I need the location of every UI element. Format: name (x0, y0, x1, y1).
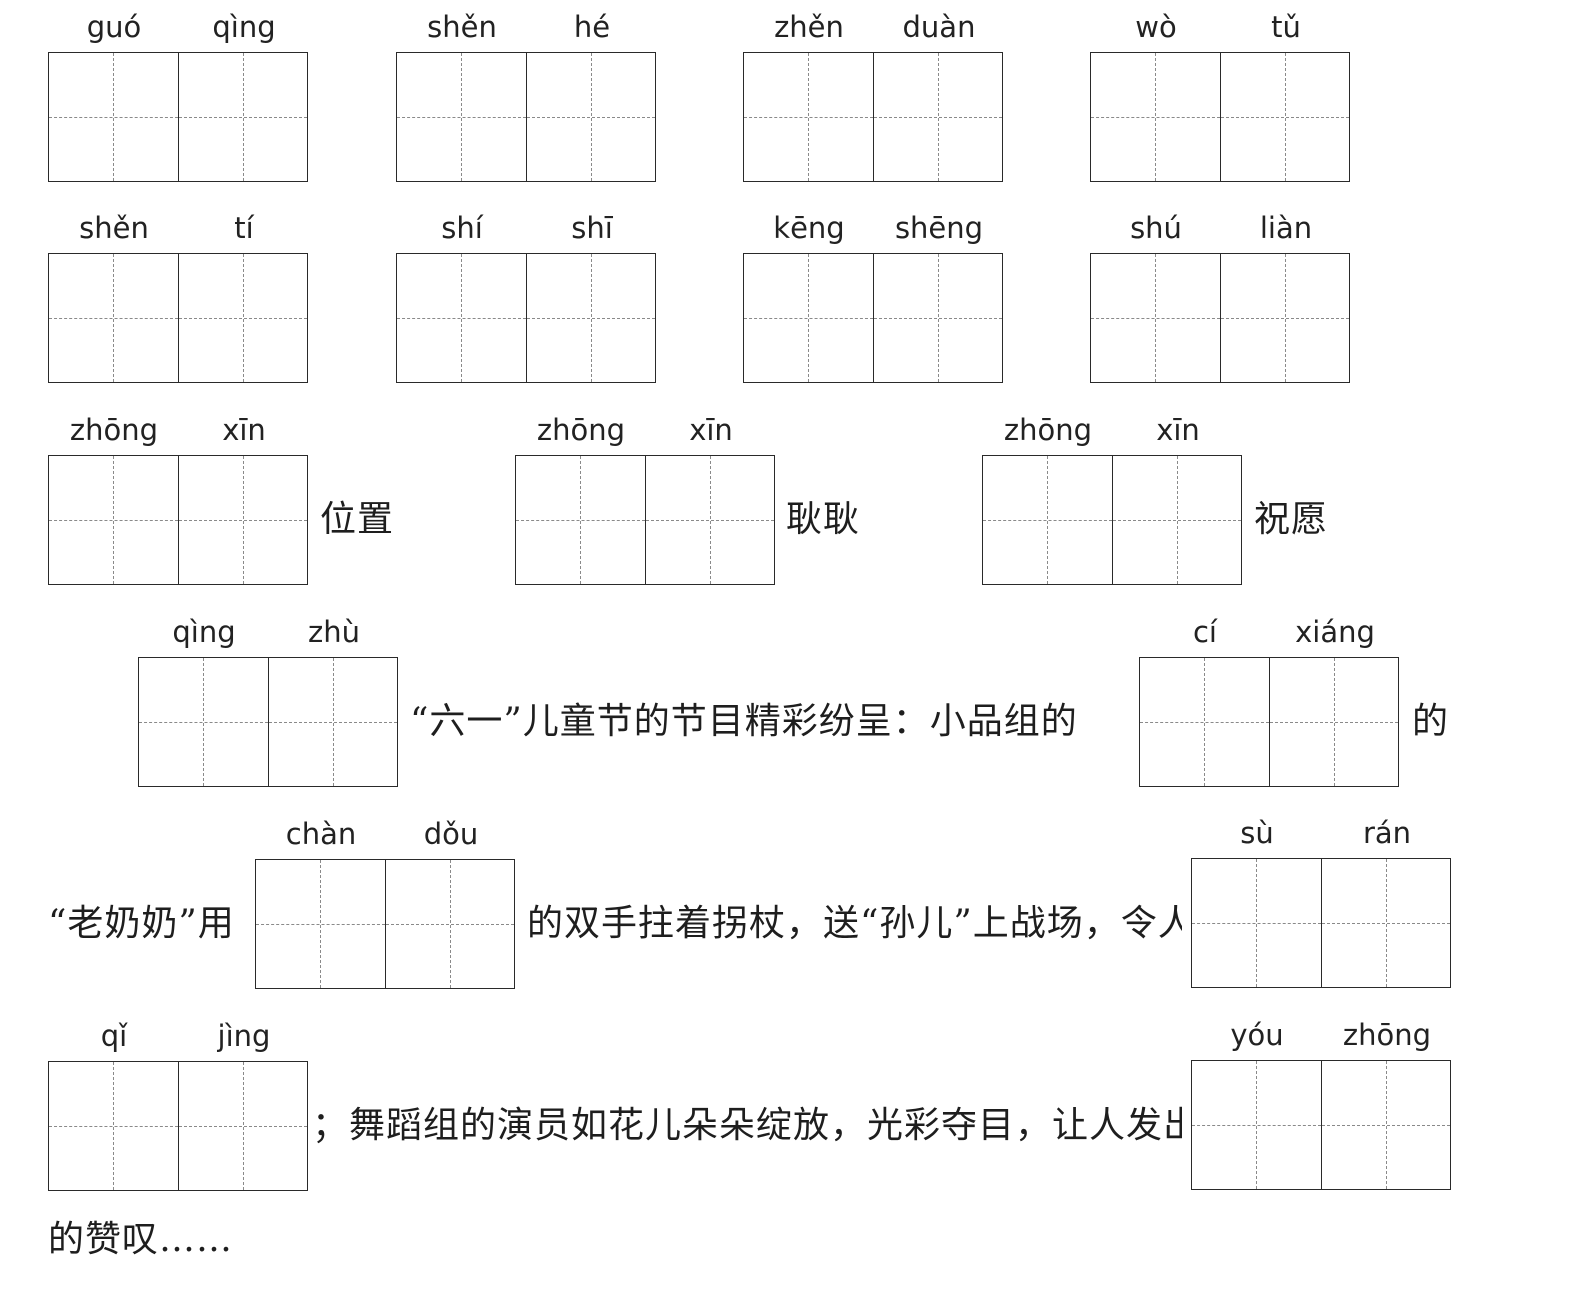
writing-cell[interactable] (49, 456, 178, 584)
pinyin-label: shú (1130, 211, 1182, 245)
writing-cell[interactable] (1140, 658, 1269, 786)
passage-text: 的双手拄着拐杖，送“孙儿”上战场，令人 (527, 903, 1182, 944)
pinyin-box-qingzhu[interactable]: qìng zhù (138, 615, 398, 787)
pinyin-label: xīn (689, 413, 733, 447)
writing-cell[interactable] (644, 456, 775, 584)
pinyin-box-qijing[interactable]: qǐ jìng (48, 1019, 308, 1191)
pinyin-label: tí (234, 211, 254, 245)
pinyin-label: liàn (1259, 211, 1313, 245)
pinyin-box-youzhong[interactable]: yóu zhōng (1191, 1018, 1451, 1190)
writing-cell[interactable] (1268, 658, 1399, 786)
writing-cell[interactable] (177, 53, 308, 181)
writing-cell[interactable] (177, 1062, 308, 1190)
pinyin-label: qìng (172, 615, 236, 649)
pinyin-label: hé (573, 10, 611, 44)
pinyin-label: xīn (1156, 413, 1200, 447)
suffix-word: 位置 (320, 499, 395, 540)
pinyin-label: xīn (222, 413, 266, 447)
passage-text: “老奶奶”用 (48, 903, 235, 944)
writing-cell[interactable] (177, 456, 308, 584)
suffix-word: 祝愿 (1254, 499, 1329, 540)
writing-cell[interactable] (1111, 456, 1242, 584)
suffix-word: 耿耿 (786, 499, 861, 540)
pinyin-box-shulian[interactable]: shú liàn (1090, 211, 1350, 383)
writing-cell[interactable] (1091, 53, 1220, 181)
pinyin-box-shenhe[interactable]: shěn hé (396, 10, 656, 182)
passage-text: “六一”儿童节的节目精彩纷呈：小品组的 (410, 701, 1078, 742)
writing-cell[interactable] (872, 254, 1003, 382)
writing-cell[interactable] (256, 860, 385, 988)
pinyin-label: qǐ (100, 1019, 128, 1053)
writing-cell[interactable] (139, 658, 268, 786)
writing-cell[interactable] (267, 658, 398, 786)
pinyin-box-chandou[interactable]: chàn dǒu (255, 817, 515, 989)
writing-cell[interactable] (397, 254, 526, 382)
writing-cell[interactable] (525, 53, 656, 181)
pinyin-label: shěn (427, 10, 497, 44)
pinyin-label: zhōng (1342, 1018, 1432, 1052)
writing-cell[interactable] (744, 53, 873, 181)
passage-text: 的 (1412, 701, 1450, 742)
pinyin-label: kēng (773, 211, 845, 245)
pinyin-label: qìng (212, 10, 276, 44)
writing-cell[interactable] (1091, 254, 1220, 382)
passage-text: 的赞叹…… (48, 1219, 234, 1260)
pinyin-box-zhongxin-2[interactable]: zhōng xīn (515, 413, 775, 585)
pinyin-label: cí (1192, 615, 1217, 649)
pinyin-label: jìng (217, 1019, 271, 1053)
pinyin-box-suran[interactable]: sù rán (1191, 816, 1451, 988)
pinyin-label: yóu (1230, 1018, 1284, 1052)
pinyin-label: zhěn (774, 10, 844, 44)
pinyin-label: dǒu (423, 817, 479, 851)
pinyin-box-kengsheng[interactable]: kēng shēng (743, 211, 1003, 383)
pinyin-box-zhenduan[interactable]: zhěn duàn (743, 10, 1003, 182)
pinyin-label: tǔ (1271, 10, 1301, 44)
writing-cell[interactable] (872, 53, 1003, 181)
pinyin-label: zhōng (536, 413, 626, 447)
writing-cell[interactable] (1320, 1061, 1451, 1189)
pinyin-label: shēng (894, 211, 984, 245)
writing-cell[interactable] (744, 254, 873, 382)
writing-cell[interactable] (1219, 53, 1350, 181)
writing-cell[interactable] (1320, 859, 1451, 987)
pinyin-box-shishi[interactable]: shí shī (396, 211, 656, 383)
writing-cell[interactable] (397, 53, 526, 181)
writing-cell[interactable] (49, 1062, 178, 1190)
pinyin-label: shěn (79, 211, 149, 245)
writing-cell[interactable] (1219, 254, 1350, 382)
pinyin-label: chàn (285, 817, 357, 851)
pinyin-box-zhongxin-1[interactable]: zhōng xīn (48, 413, 308, 585)
pinyin-label: shī (571, 211, 613, 245)
writing-cell[interactable] (516, 456, 645, 584)
pinyin-label: zhōng (69, 413, 159, 447)
writing-cell[interactable] (1192, 859, 1321, 987)
pinyin-label: duàn (902, 10, 976, 44)
pinyin-label: guó (86, 10, 142, 44)
writing-cell[interactable] (177, 254, 308, 382)
writing-cell[interactable] (1192, 1061, 1321, 1189)
pinyin-label: zhōng (1003, 413, 1093, 447)
pinyin-label: rán (1362, 816, 1412, 850)
pinyin-box-cixiang[interactable]: cí xiáng (1139, 615, 1399, 787)
pinyin-label: shí (441, 211, 483, 245)
passage-text: ；舞蹈组的演员如花儿朵朵绽放，光彩夺目，让人发出 (312, 1105, 1182, 1146)
writing-cell[interactable] (49, 53, 178, 181)
pinyin-box-zhongxin-3[interactable]: zhōng xīn (982, 413, 1242, 585)
writing-cell[interactable] (49, 254, 178, 382)
writing-cell[interactable] (525, 254, 656, 382)
pinyin-box-wotu[interactable]: wò tǔ (1090, 10, 1350, 182)
pinyin-label: wò (1135, 10, 1177, 44)
pinyin-box-shenti[interactable]: shěn tí (48, 211, 308, 383)
writing-cell[interactable] (384, 860, 515, 988)
pinyin-label: xiáng (1295, 615, 1375, 649)
writing-cell[interactable] (983, 456, 1112, 584)
pinyin-box-guoqing[interactable]: guó qìng (48, 10, 308, 182)
pinyin-label: sù (1240, 816, 1274, 850)
pinyin-label: zhù (308, 615, 360, 649)
